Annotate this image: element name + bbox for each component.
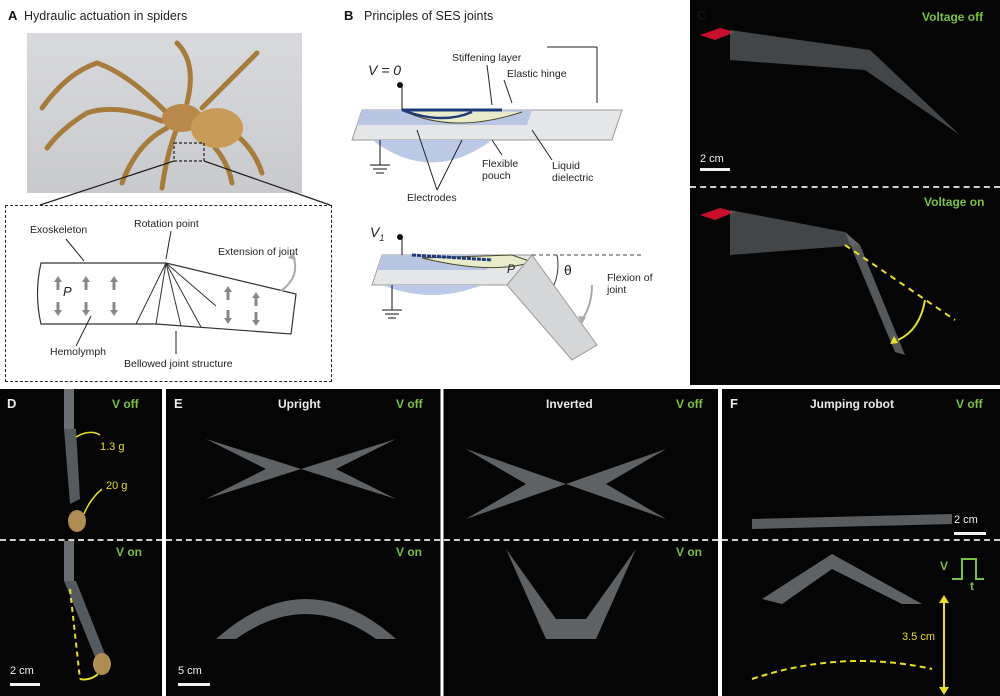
bellowed-label: Bellowed joint structure xyxy=(124,358,233,370)
v1-label: V1 xyxy=(370,224,384,243)
theta-label: θ xyxy=(564,262,572,278)
panel-c-scale-label: 2 cm xyxy=(700,153,724,165)
jumping-robot-sketch xyxy=(751,514,984,695)
mass-1-label: 1.3 g xyxy=(100,441,125,453)
panel-d-label: D xyxy=(7,396,17,411)
inverted-title: Inverted xyxy=(546,397,593,411)
panel-b: B Principles of SES joints xyxy=(342,0,687,385)
pressure-b-label: P xyxy=(507,262,516,276)
hanging-actuator-sketch xyxy=(64,389,111,681)
panel-f-scale-label: 2 cm xyxy=(954,514,978,526)
panel-b-title: Principles of SES joints xyxy=(364,9,494,23)
zoom-lines xyxy=(39,160,331,206)
panel-c-label: C xyxy=(697,8,707,23)
joint-diagram-box: Exoskeleton Rotation point Extension of … xyxy=(5,205,332,382)
panel-c-photo xyxy=(690,0,1000,385)
panel-f-label: F xyxy=(730,396,738,411)
panel-c-scalebar xyxy=(700,168,730,171)
panel-d-divider xyxy=(0,539,162,541)
v0-label: V = 0 xyxy=(368,62,402,78)
panel-e-label: E xyxy=(174,396,183,411)
v1-subscript: 1 xyxy=(379,232,385,243)
quadruped-sketch xyxy=(206,389,666,696)
jumping-robot-title: Jumping robot xyxy=(810,397,894,411)
electrodes-label: Electrodes xyxy=(407,192,457,204)
upright-v-on: V on xyxy=(396,545,422,559)
panel-d: D V off 1.3 g 20 g V on 2 cm xyxy=(0,389,162,696)
panel-d-v-on: V on xyxy=(116,545,142,559)
panel-c: C Voltage off Voltage on 2 cm xyxy=(690,0,1000,385)
panel-f-v-off: V off xyxy=(956,397,983,411)
pressure-label: P xyxy=(63,284,72,299)
voltage-off-tag: Voltage off xyxy=(922,10,984,24)
panel-a-title: Hydraulic actuation in spiders xyxy=(24,9,188,23)
pulse-v-label: V xyxy=(940,559,949,573)
elastic-hinge-label: Elastic hinge xyxy=(507,68,567,80)
liquid-dielectric-label: Liquid dielectric xyxy=(552,160,594,184)
ses-joint-diagram xyxy=(351,46,642,361)
upright-title: Upright xyxy=(278,397,321,411)
panel-f-divider xyxy=(722,539,1000,541)
upright-v-off: V off xyxy=(396,397,423,411)
panel-a-label: A xyxy=(8,8,18,23)
exoskeleton-label: Exoskeleton xyxy=(30,224,88,236)
flexible-pouch-label: Flexible pouch xyxy=(482,158,519,182)
stiffening-layer-label: Stiffening layer xyxy=(452,52,522,64)
flexion-label: Flexion of joint xyxy=(607,272,653,296)
panel-b-label: B xyxy=(344,8,354,23)
panel-f: F Jumping robot V off 2 cm V t 3.5 cm xyxy=(722,389,1000,696)
panel-c-divider xyxy=(690,186,1000,188)
voltage-on-tag: Voltage on xyxy=(924,195,985,209)
mass-2-label: 20 g xyxy=(106,480,128,492)
extension-label: Extension of joint xyxy=(218,246,298,258)
rotation-point-label: Rotation point xyxy=(134,218,199,230)
panel-d-v-off: V off xyxy=(112,397,139,411)
panel-f-scalebar xyxy=(954,532,986,535)
panel-e-scalebar xyxy=(178,683,210,686)
panel-d-scalebar xyxy=(10,683,40,686)
hemolymph-label: Hemolymph xyxy=(50,346,107,358)
pulse-t-label: t xyxy=(970,579,974,593)
panel-e-scale-label: 5 cm xyxy=(178,665,202,677)
panel-e: E Upright V off Inverted V off V on V on… xyxy=(166,389,718,696)
panel-a: A Hydraulic actuation in spiders xyxy=(0,0,335,385)
panel-d-scale-label: 2 cm xyxy=(10,665,34,677)
spider-photo xyxy=(27,33,302,193)
v1-letter: V xyxy=(370,224,380,240)
actuator-sketch xyxy=(700,28,960,355)
jump-height-label: 3.5 cm xyxy=(902,631,936,643)
spider-illustration xyxy=(39,40,265,191)
inverted-v-off: V off xyxy=(676,397,703,411)
inverted-v-on: V on xyxy=(676,545,702,559)
panel-e-divider xyxy=(166,539,718,541)
joint-diagram xyxy=(36,230,297,354)
